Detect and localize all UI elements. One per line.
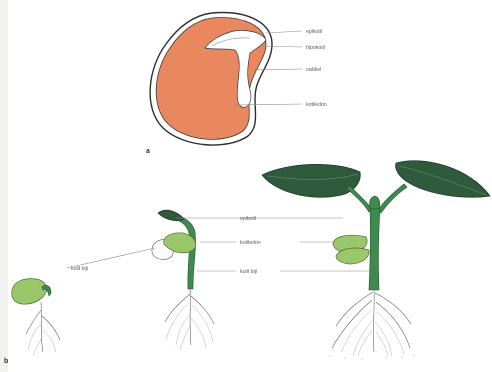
label-seed-epicotyl: epikotil [306,29,322,35]
stage3-shoot-tip [370,196,380,209]
label-germ-epicotyl: epikotil [240,216,256,222]
label-germ-seed-coat-stage3: kulit biji [240,269,257,275]
stage1-roots [26,302,60,356]
stage3-roots [332,290,411,356]
label-seed-hypocotyl: hipokotil [306,45,325,51]
stage2-roots [165,289,214,350]
page-gutter-shade [0,0,8,372]
stage3-petiole-right [378,184,407,213]
stage3-petiole-left [346,186,372,212]
stage3-left-leaf [262,164,360,197]
stage-3-seedling [262,161,490,360]
figure-label-b: b [4,358,8,365]
seed-cross-section: epikotil hipokotil radikel kotiledon a [146,13,327,155]
figure-label-a: a [146,148,150,155]
stage-2-seedling [152,210,214,350]
stage3-soil-speckle [329,354,414,359]
label-seed-radicle: radikel [306,67,321,73]
leader-seed-epicotyl [266,31,302,33]
label-germ-cotyledon: kotiledon [240,240,261,246]
stage1-cotyledon [12,279,47,305]
stage2-young-leaves [158,210,184,220]
leader-germ-seed-coat-stage2 [67,248,155,268]
label-germ-seed-coat-stage2: kulit biji [71,266,88,272]
germination-sequence: epikotil kotiledon kulit biji kulit biji… [4,161,490,365]
label-seed-cotyledon: kotiledon [306,102,327,108]
stage-1-seedling [12,279,60,356]
stage3-stem [369,209,380,290]
